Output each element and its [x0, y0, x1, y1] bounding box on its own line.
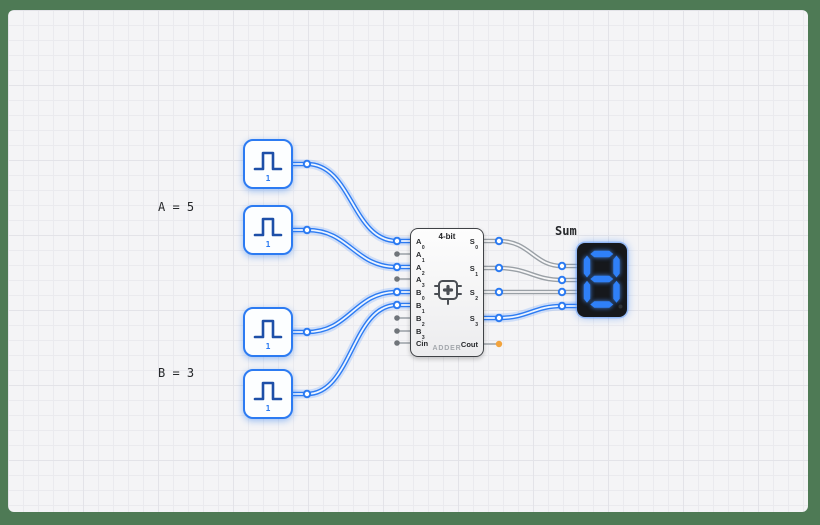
adder-subtitle: ADDER [432, 345, 462, 352]
pulse-value: 1 [265, 240, 271, 249]
pulse4-output-node [302, 389, 312, 399]
pin-label-b2: B2 [416, 314, 425, 328]
wire-pulse2-a2[interactable] [288, 225, 415, 272]
grid-canvas[interactable] [8, 10, 808, 512]
pin-label-cout: Cout [460, 340, 478, 349]
pin-label-b3: B3 [416, 327, 425, 341]
pin-label-b0: B0 [416, 288, 425, 302]
pulse-generator-b0[interactable]: 1 [243, 307, 293, 357]
adder-a1-node [394, 251, 400, 257]
pulse-icon [253, 151, 283, 171]
display-in1-node [557, 275, 567, 285]
pin-label-s2: S2 [469, 288, 478, 302]
adder-b2-node [394, 315, 400, 321]
adder-cin-node [394, 340, 400, 346]
wire-pulse4-b1[interactable] [288, 300, 415, 399]
display-in0-node [557, 261, 567, 271]
adder-a3-node [394, 276, 400, 282]
pin-label-s1: S1 [469, 264, 478, 278]
pin-label-a0: A0 [416, 237, 425, 251]
label-input-b: B = 3 [158, 366, 195, 380]
pin-label-a2: A2 [416, 263, 425, 277]
segment-b [613, 255, 620, 278]
adder-b0-node [392, 287, 402, 297]
label-display-sum: Sum [555, 224, 577, 238]
seven-segment-display[interactable] [577, 243, 627, 317]
pin-label-b1: B1 [416, 301, 425, 315]
adder-s2-node [494, 287, 504, 297]
label-input-a: A = 5 [158, 200, 195, 214]
segment-a [590, 250, 614, 258]
pin-label-s0: S0 [469, 237, 478, 251]
pulse-value: 1 [265, 404, 271, 413]
pulse-icon [253, 217, 283, 237]
pulse-generator-a2[interactable]: 1 [243, 205, 293, 255]
adder-cout-node [495, 340, 503, 348]
chip-icon [434, 280, 462, 305]
adder-title: 4-bit [438, 232, 456, 241]
pulse-value: 1 [265, 174, 271, 183]
adder-component[interactable]: 4-bit A0 A1 A2 A3 B0 B1 B2 B3 Cin S0 S1 … [410, 228, 484, 357]
adder-a2-node [392, 262, 402, 272]
segment-e [583, 280, 591, 303]
pulse1-output-node [302, 159, 312, 169]
segment-f [583, 255, 591, 278]
adder-b3-node [394, 328, 400, 334]
pin-label-cin: Cin [416, 339, 429, 348]
wire-pulse1-a0[interactable] [288, 159, 415, 246]
segment-g [590, 275, 614, 283]
pulse3-output-node [302, 327, 312, 337]
seven-segment-digit [583, 250, 623, 309]
display-in3-node [557, 301, 567, 311]
pin-label-a1: A1 [416, 250, 425, 264]
pulse-generator-b1[interactable]: 1 [243, 369, 293, 419]
wire-pulse3-b0[interactable] [288, 287, 415, 337]
pin-label-a3: A3 [416, 275, 425, 289]
pulse-value: 1 [265, 342, 271, 351]
connection-nodes[interactable] [302, 159, 567, 399]
segment-d [590, 301, 614, 308]
pulse2-output-node [302, 225, 312, 235]
pin-label-s3: S3 [469, 314, 478, 328]
segment-c [613, 280, 620, 303]
pulse-icon [253, 381, 283, 401]
adder-s1-node [494, 263, 504, 273]
adder-s3-node [494, 313, 504, 323]
pulse-generator-a0[interactable]: 1 [243, 139, 293, 189]
pulse-icon [253, 319, 283, 339]
adder-a0-node [392, 236, 402, 246]
display-in2-node [557, 287, 567, 297]
adder-s0-node [494, 236, 504, 246]
segment-dp [618, 304, 623, 309]
adder-b1-node [392, 300, 402, 310]
